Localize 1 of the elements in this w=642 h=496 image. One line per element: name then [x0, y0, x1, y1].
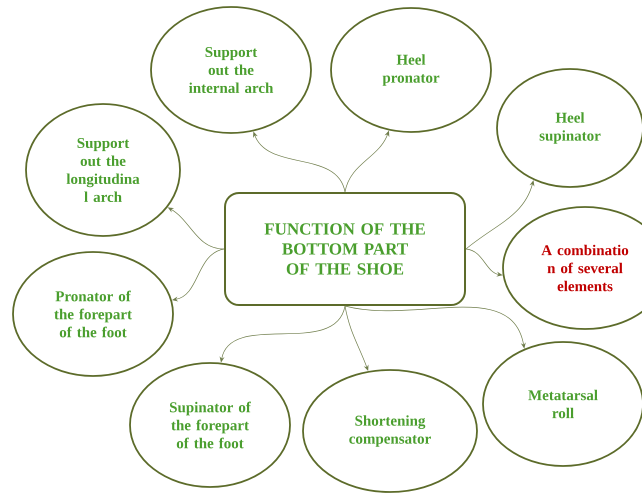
title-box: FUNCTION OF THE BOTTOM PART OF THE SHOE	[224, 192, 466, 306]
